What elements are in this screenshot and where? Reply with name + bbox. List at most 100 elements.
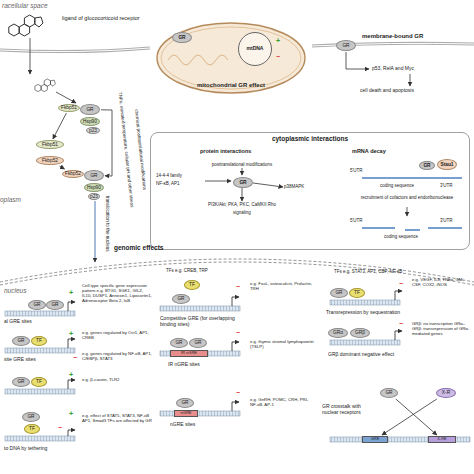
response-element-box: nGRE [174,410,198,417]
receptor-oval: GRα [328,328,348,338]
annotation-label: signaling [217,210,267,215]
annotation-label: NF-κB, AP1 [156,181,206,186]
immunophilin-oval: Fkbp51 [36,140,64,149]
annotation-label: chemical posttranslational modifications [133,109,147,190]
immunophilin-oval: Fkbp51 [58,104,80,112]
annotation-label: protein interactions [200,148,290,154]
annotation-label: coding sequence [384,234,434,239]
annotation-label: ligand of glucocorticoid receptor [62,15,182,21]
chaperone-oval: Hsp90 [80,117,100,126]
annotation-label: TNFα, elevated temperature, cellular pH … [117,92,134,208]
effect-sign: − [399,280,407,288]
mtdna-circle: mtDNA [238,32,272,66]
annotation-label: Competitive GRE (for overlapping binding… [160,316,250,328]
connector-arrow [101,110,112,176]
receptor-oval: GR [176,398,194,408]
node-text: GR [51,302,58,307]
node-text: Fkbp52 [42,158,58,163]
annotation-label: genomic effects [114,244,194,251]
annotation-label: p38MAPK [284,184,324,189]
node-text: GRα [333,330,343,335]
ligand-molecule [35,79,56,92]
immunophilin-oval: Fkbp52 [62,170,84,178]
receptor-oval: GR [380,388,398,398]
annotation-label: GRβ: no transcription GRα–GRβ: transrepr… [412,322,470,337]
effect-sign: − [276,53,284,61]
node-text: X-RE [437,437,447,441]
node-text: GRβ [355,330,365,335]
annotation-label: e.g. genes regulated by Oct1, AP1, CREB [82,331,152,341]
effect-sign: + [69,410,77,418]
node-text: p23 [90,194,98,199]
annotation-label: oplasm [0,196,40,203]
node-text: TF [189,282,195,287]
annotation-label: recruitment of cofactors and endoribonuc… [352,195,462,200]
annotation-label: mRNA decay [352,148,422,154]
ligand-molecule [9,15,43,36]
node-text: GR [33,302,40,307]
connector-arrow [53,113,67,139]
node-text: Stau1 [440,162,453,167]
node-text: Hsp90 [87,185,101,190]
response-element-box: IR nGRE [170,350,208,357]
annotation-label: e.g. GnRH, POMC, CRH, PRL NF-κB, AP-1 [250,398,316,408]
response-element-box: GRE [362,436,388,443]
dna-strand [5,300,470,442]
annotation-label: e.g. thymic stromal lymphopoietin (TSLP) [250,340,316,350]
cochaperone-oval: p23 [86,127,100,134]
receptor-oval: GR [336,40,356,51]
annotation-label: racellular space [2,2,92,9]
node-text: GR [335,290,342,295]
annotation-label: Transrepression by sequestration [326,310,436,316]
node-text: GR [17,338,24,343]
receptor-oval: GR [84,170,104,181]
annotation-label: GR crosstalk with nuclear receptors [322,404,374,416]
annotation-label: p53, RelA and Myc [372,66,468,72]
effect-sign: − [236,389,244,397]
node-text: GR [27,414,34,419]
annotation-label: nucleus [4,287,44,294]
annotation-label: PI3K/Akt; PKA, PKC, CaMKII Rho [187,202,297,207]
annotation-label: e.g. FasL, osteocalcin, Prolactin, TRH [250,282,316,292]
connector-arrow [396,399,437,435]
annotation-label: 5'UTR [350,218,380,223]
receptor-oval: GRβ [350,328,370,338]
transcription-factor-oval: TF [31,336,47,346]
annotation-label: cell death and apoptosis [360,88,470,94]
effect-sign: − [73,354,81,362]
annotation-label: site GRE sites [4,357,64,363]
node-text: GR [175,340,182,345]
receptor-oval: GR [172,32,192,43]
annotation-label: 5'UTR [350,168,380,173]
receptor-oval: GR [233,177,253,188]
node-text: cytoplasmic interactions [272,135,348,142]
annotation-label: 3'UTR [440,183,470,188]
receptor-oval: GR [46,300,64,310]
annotation-label: 3'UTR [440,218,470,223]
node-text: TF [36,379,42,384]
node-text: GR [423,163,430,168]
node-text: GR [239,180,246,185]
node-text: mitochondrial GR effect [197,82,265,89]
effect-sign: + [69,289,77,297]
effect-sign: − [236,283,244,291]
node-text: p23 [89,128,97,133]
annotation-label: al GRE sites [4,319,64,325]
receptor-oval: GR [28,300,46,310]
annotation-label: IR nGRE sites [168,362,248,368]
annotation-label: to DNA by tethering [4,446,84,452]
receptor-oval: GR [80,104,100,115]
annotation-label: translocation to the nucleus [104,196,109,252]
effect-sign: + [69,330,77,338]
transcription-factor-oval: TF [184,280,200,290]
mitochondrion: mitochondrial GR effect GR mtDNA [156,22,306,94]
node-text: nGRE [181,411,192,415]
node-text: GR [194,340,201,345]
annotation-label: membrane-bound GR [362,33,466,40]
annotation-label: Cell type specific gene expression patte… [82,284,152,304]
annotation-label: coding sequence [380,183,430,188]
chaperone-oval: Hsp90 [84,183,104,192]
receptor-oval: GR [419,161,435,170]
node-text: TF [354,290,360,295]
